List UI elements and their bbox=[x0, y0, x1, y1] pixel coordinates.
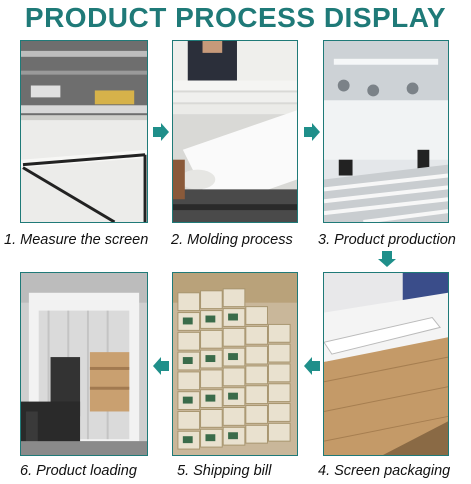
step-4-caption: 4. Screen packaging bbox=[318, 463, 451, 479]
step-3-caption: 3. Product production bbox=[318, 232, 456, 248]
step-2-photo bbox=[172, 40, 298, 223]
arrow-left-icon bbox=[304, 357, 320, 375]
step-1-caption: 1. Measure the screen bbox=[4, 232, 149, 248]
step-6-caption: 6. Product loading bbox=[20, 463, 137, 479]
step-3-photo bbox=[323, 40, 449, 223]
step-1-photo bbox=[20, 40, 148, 223]
step-2-caption: 2. Molding process bbox=[171, 232, 293, 248]
step-4-photo bbox=[323, 272, 449, 456]
arrow-left-icon bbox=[153, 357, 169, 375]
arrow-right-icon bbox=[304, 123, 320, 141]
step-5-caption: 5. Shipping bill bbox=[177, 463, 272, 479]
step-5-photo bbox=[172, 272, 298, 456]
arrow-right-icon bbox=[153, 123, 169, 141]
step-6-photo bbox=[20, 272, 148, 456]
page-title: PRODUCT PROCESS DISPLAY bbox=[24, 2, 447, 33]
arrow-down-icon bbox=[378, 251, 396, 267]
